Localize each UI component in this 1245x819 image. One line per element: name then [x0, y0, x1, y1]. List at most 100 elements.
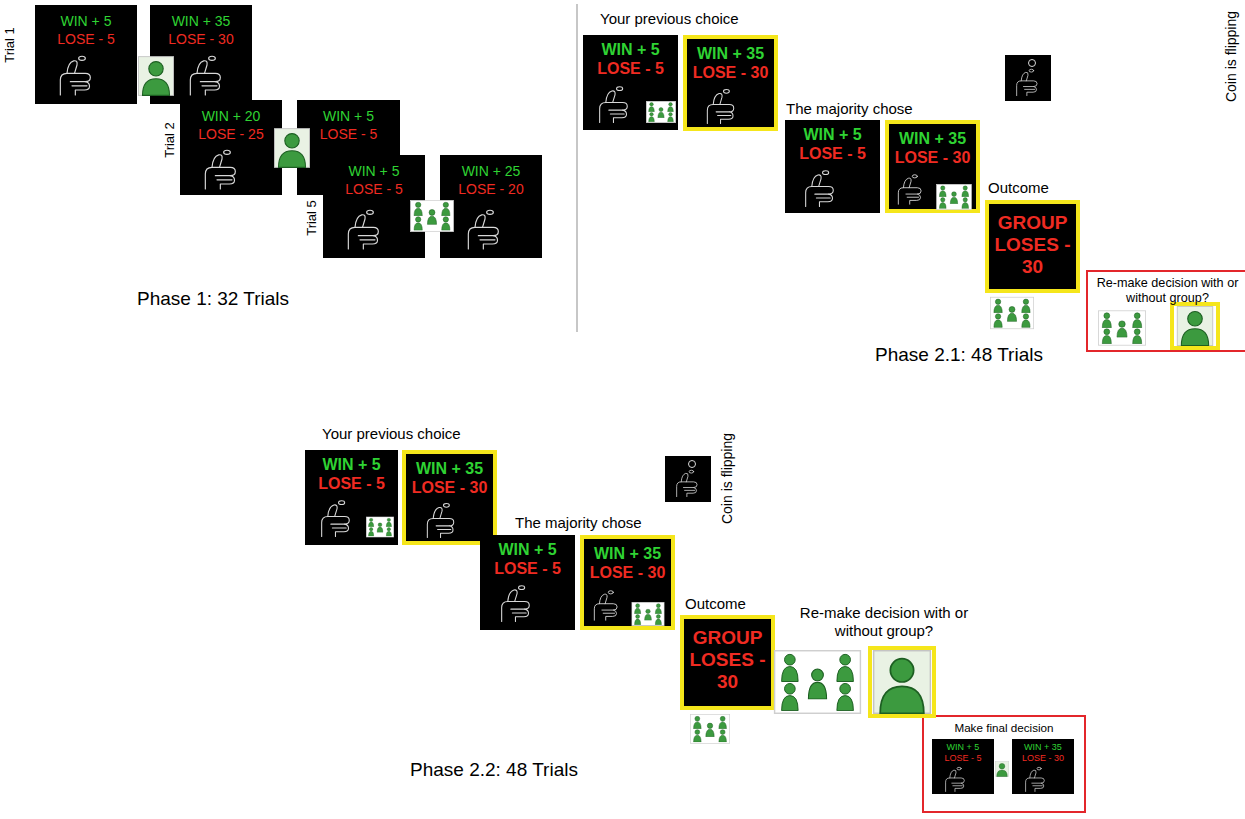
- label-holder: The majority chose: [786, 100, 913, 118]
- box-text: Make final decision: [927, 721, 1081, 735]
- person-icon: [274, 129, 309, 168]
- group-icon: [690, 715, 729, 744]
- vertical-label: Coin is flipping: [720, 432, 737, 523]
- hand-drawing: [427, 504, 453, 538]
- label-holder: Trial 1: [2, 27, 18, 63]
- label-holder: Coin is flipping: [1224, 10, 1241, 101]
- group-icon: [990, 297, 1033, 329]
- gamble-card: WIN + 20LOSE - 25: [180, 100, 282, 195]
- hand-drawing: [348, 210, 378, 249]
- selection-frame: [1172, 304, 1218, 348]
- win-amount: WIN + 5: [322, 455, 380, 474]
- person-icon: [995, 761, 1009, 776]
- gamble-card: WIN + 5LOSE - 5: [583, 35, 678, 130]
- mini-gamble-card: WIN + 35LOSE - 30: [1012, 739, 1074, 794]
- vertical-label: Coin is flipping: [1224, 10, 1241, 101]
- coin-flip-picture: [665, 456, 711, 502]
- outcome-card: GROUP LOSES - 30: [985, 200, 1080, 293]
- win-amount: WIN + 35: [899, 129, 966, 148]
- gamble-card: WIN + 5LOSE - 5: [323, 155, 425, 258]
- win-amount: WIN + 35: [594, 544, 661, 563]
- win-amount: WIN + 35: [172, 12, 231, 30]
- win-amount: WIN + 35: [1024, 742, 1062, 753]
- step-label: Outcome: [685, 595, 746, 613]
- lose-amount: LOSE - 30: [895, 148, 971, 167]
- group-icon: [646, 101, 676, 123]
- choice-prompt-box: Re-make decision with or without group?: [1086, 270, 1245, 352]
- selected-gamble-card: WIN + 35LOSE - 30: [580, 535, 675, 630]
- box-text: Re-make decision with or without group?: [1091, 276, 1244, 306]
- lose-amount: LOSE - 5: [494, 559, 561, 578]
- phase-caption: Phase 2.2: 48 Trials: [410, 758, 578, 781]
- win-amount: WIN + 20: [202, 107, 261, 125]
- label-holder: Re-make decision with or without group?: [778, 604, 990, 640]
- phase-caption: Phase 1: 32 Trials: [137, 287, 289, 310]
- group-icon: [632, 602, 664, 625]
- step-label: Your previous choice: [322, 425, 461, 443]
- lose-amount: LOSE - 5: [944, 753, 981, 764]
- label-holder: Outcome: [988, 179, 1049, 197]
- step-label: The majority chose: [515, 514, 642, 532]
- coin-flip-picture: [1005, 55, 1051, 101]
- mini-gamble-card: WIN + 5LOSE - 5: [932, 739, 994, 794]
- label-holder: Phase 2.1: 48 Trials: [875, 343, 1043, 366]
- lose-amount: LOSE - 30: [412, 478, 488, 497]
- label-holder: Coin is flipping: [720, 432, 737, 523]
- vertical-label: Trial 2: [162, 122, 178, 158]
- label-holder: Trial 5: [304, 200, 320, 236]
- hand-drawing: [502, 586, 530, 622]
- label-holder: Your previous choice: [600, 10, 739, 28]
- gamble-card: WIN + 35LOSE - 30: [150, 5, 252, 104]
- selected-gamble-card: WIN + 35LOSE - 30: [683, 35, 778, 131]
- selected-gamble-card: WIN + 35LOSE - 30: [885, 120, 980, 213]
- hand-drawing: [946, 767, 965, 791]
- win-amount: WIN + 5: [803, 125, 861, 144]
- person-icon: [1177, 306, 1212, 345]
- label-holder: The majority chose: [515, 514, 642, 532]
- phase-divider: [576, 4, 578, 332]
- label-holder: Trial 2: [162, 122, 178, 158]
- lose-amount: LOSE - 5: [57, 30, 115, 48]
- group-icon: [775, 651, 861, 714]
- lose-amount: LOSE - 30: [590, 563, 666, 582]
- step-label: Outcome: [988, 179, 1049, 197]
- lose-amount: LOSE - 5: [345, 180, 403, 198]
- lose-amount: LOSE - 30: [693, 63, 769, 82]
- hand-drawing: [600, 87, 628, 123]
- hand-drawing: [190, 56, 220, 95]
- hand-drawing: [806, 171, 834, 207]
- group-icon: [937, 184, 972, 209]
- hand-drawing: [60, 56, 90, 95]
- hand-drawing: [594, 591, 617, 620]
- win-amount: WIN + 35: [416, 459, 483, 478]
- label-holder: Phase 1: 32 Trials: [137, 287, 289, 310]
- win-amount: WIN + 35: [697, 44, 764, 63]
- selected-gamble-card: WIN + 35LOSE - 30: [402, 450, 497, 545]
- hand-drawing: [1026, 767, 1045, 791]
- hand-drawing: [898, 175, 921, 204]
- vertical-label: Trial 1: [2, 27, 18, 63]
- hand-drawing: [707, 90, 733, 124]
- gamble-card: WIN + 5LOSE - 5: [305, 450, 398, 545]
- outcome-card: GROUP LOSES - 30: [680, 615, 775, 710]
- lose-amount: LOSE - 25: [198, 125, 263, 143]
- win-amount: WIN + 5: [601, 40, 659, 59]
- step-label: Re-make decision with or without group?: [778, 604, 990, 640]
- win-amount: WIN + 5: [61, 12, 112, 30]
- win-amount: WIN + 25: [462, 162, 521, 180]
- final-decision-box: Make final decisionWIN + 5LOSE - 5 WIN + …: [922, 715, 1086, 813]
- win-amount: WIN + 5: [498, 540, 556, 559]
- label-holder: Phase 2.2: 48 Trials: [410, 758, 578, 781]
- gamble-card: WIN + 25LOSE - 20: [440, 155, 542, 258]
- gamble-card: WIN + 5LOSE - 5: [35, 5, 137, 104]
- lose-amount: LOSE - 5: [597, 59, 664, 78]
- phase-caption: Phase 2.1: 48 Trials: [875, 343, 1043, 366]
- step-label: Your previous choice: [600, 10, 739, 28]
- label-holder: Outcome: [685, 595, 746, 613]
- lose-amount: LOSE - 5: [799, 144, 866, 163]
- hand-drawing: [468, 210, 498, 249]
- group-icon: [366, 517, 394, 537]
